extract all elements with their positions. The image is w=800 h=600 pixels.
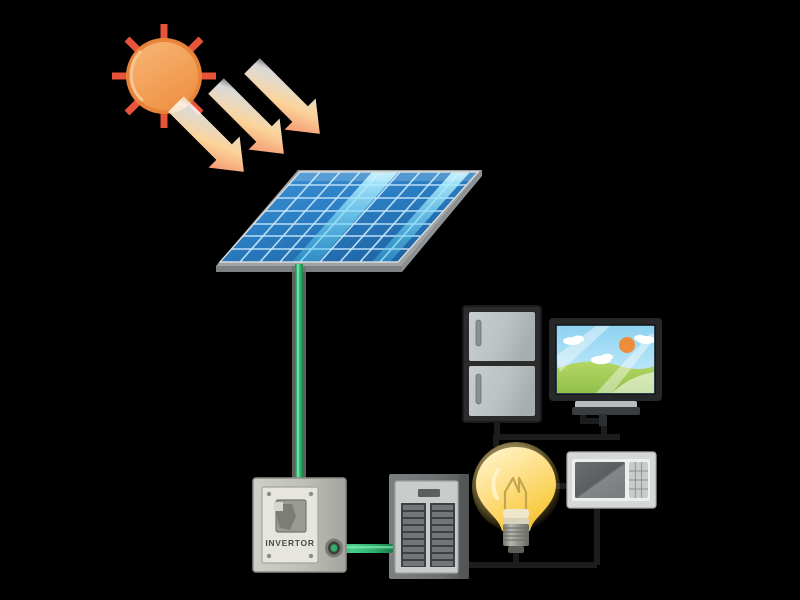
inverter-screws [266,491,314,559]
television-screen-outline [555,324,656,395]
sun-icon [112,24,216,128]
sun-highlight [129,50,144,102]
television-stand-base [572,407,640,415]
light-bulb-filament-mount [503,509,529,518]
refrigerator-fridge-door [469,366,535,416]
solar-panel-highlight-2 [372,172,470,262]
sunlight-arrows [168,58,320,172]
solar-panel-edge-front [216,266,402,272]
inverter-screw-bl [266,553,272,559]
microwave [566,451,657,509]
solar-panel-cells [231,172,478,262]
light-bulb-filament [503,476,528,512]
television-clouds [563,334,654,365]
solar-panel-edge-right [402,170,482,272]
inverter-output-port[interactable] [325,538,343,558]
television [549,318,662,426]
light-bulb-glass [476,447,556,531]
breaker-panel-side-shadow [459,474,469,579]
television-stand-neck [599,414,607,426]
inverter: INVERTOR [252,477,347,573]
light-bulb [472,442,560,553]
inverter-switch-highlight [274,502,283,511]
light-bulb-screw-base [503,524,529,553]
solar-panel [216,170,482,272]
solar-panel-highlight-1 [292,172,398,262]
inverter-outline [252,477,347,573]
refrigerator-outline [462,305,542,423]
microwave-window-glare [575,462,625,498]
dc-cable-sheen [297,264,299,482]
solar-panel-top-sheen [292,172,478,181]
sunlight-arrow-1 [168,96,244,172]
refrigerator-fridge-handle [475,373,482,405]
breaker-panel-main-breaker [418,489,440,497]
microwave-window [575,462,625,498]
breaker-switches [403,505,453,566]
breaker-panel [389,474,469,579]
inverter-label: INVERTOR [265,538,314,548]
dc-cable-panel-to-inverter [292,264,306,482]
solar-panel-face-outline [218,171,480,263]
breaker-panel-face-outline [394,480,459,574]
inverter-screw-br [308,553,314,559]
refrigerator [462,305,542,423]
light-bulb-glass-highlight [491,468,500,500]
television-path [612,372,654,393]
light-bulb-contact [508,546,524,553]
microwave-outline [566,451,657,509]
light-bulb-neck [503,518,529,524]
sunlight-arrow-2 [208,78,284,154]
sun-body [130,42,198,110]
television-picture [557,326,654,393]
sunlight-arrow-3 [244,58,320,134]
ac-cable-sheen [331,546,393,549]
inverter-screw-tl [266,491,272,497]
television-sun [619,337,635,353]
refrigerator-freezer-handle [475,319,482,347]
inverter-screw-tr [308,491,314,497]
television-glare [557,326,654,393]
microwave-keypad-grid [629,462,648,498]
refrigerator-freezer-door [469,312,535,361]
